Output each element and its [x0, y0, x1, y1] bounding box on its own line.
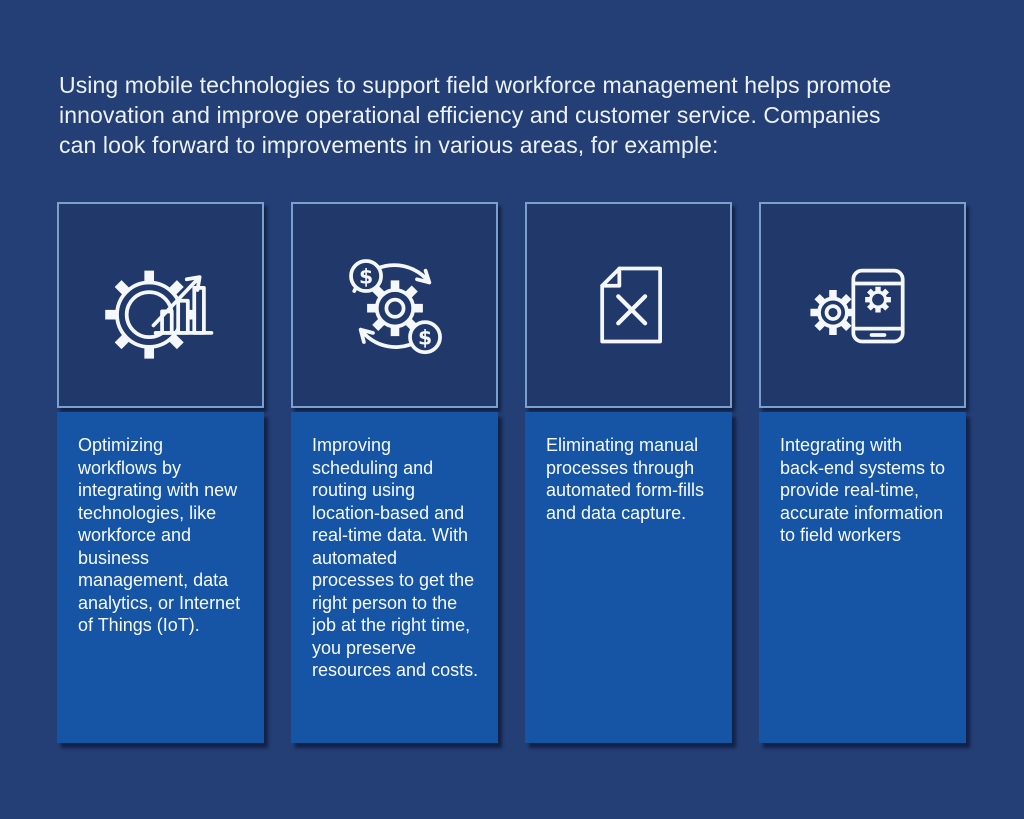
intro-line-1: Using mobile technologies to support fie… [59, 72, 892, 98]
card-optimizing-workflows: Optimizing workflows by integrating with… [57, 202, 264, 743]
card-text: Optimizing workflows by integrating with… [78, 435, 241, 635]
card-text: Improving scheduling and routing using l… [312, 435, 479, 680]
text-panel: Integrating with back-end systems to pro… [759, 412, 966, 743]
card-text: Integrating with back-end systems to pro… [780, 435, 946, 545]
document-x-icon [599, 266, 662, 344]
intro-line-3: can look forward to improvements in vari… [59, 132, 719, 158]
icon-tile: $ $ [291, 202, 498, 408]
money-cycle-gear-icon: $ $ [348, 259, 442, 355]
card-text: Eliminating manual processes through aut… [546, 435, 705, 523]
card-backend-integration: Integrating with back-end systems to pro… [759, 202, 966, 743]
gear-bar-chart-icon [104, 270, 213, 359]
icon-tile [525, 202, 732, 408]
card-eliminating-manual-processes: Eliminating manual processes through aut… [525, 202, 732, 743]
dollar-sign: $ [358, 265, 372, 289]
text-panel: Optimizing workflows by integrating with… [57, 412, 264, 743]
icon-tile [57, 202, 264, 408]
cards-row: Optimizing workflows by integrating with… [57, 202, 966, 743]
icon-tile [759, 202, 966, 408]
gear-smartphone-icon [809, 268, 905, 344]
intro-text: Using mobile technologies to support fie… [59, 70, 1009, 160]
text-panel: Eliminating manual processes through aut… [525, 412, 732, 743]
intro-line-2: innovation and improve operational effic… [59, 102, 881, 128]
dollar-sign: $ [417, 326, 431, 350]
text-panel: Improving scheduling and routing using l… [291, 412, 498, 743]
card-scheduling-routing: $ $ Improving scheduling and routing usi… [291, 202, 498, 743]
